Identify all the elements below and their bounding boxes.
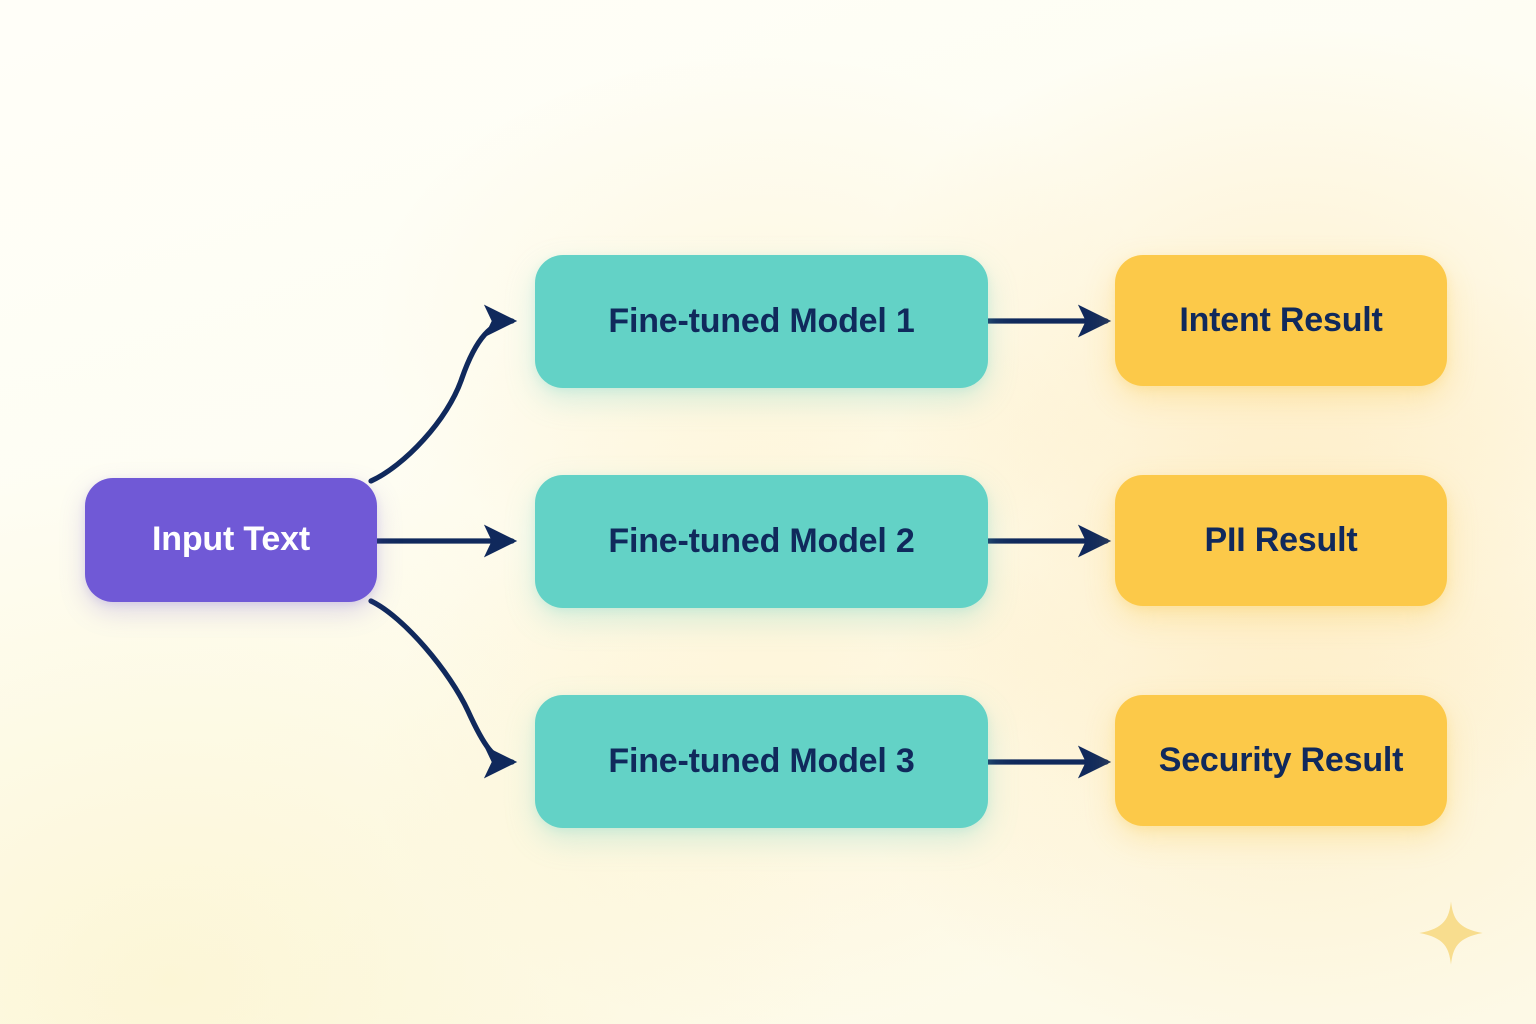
- node-pii-result-label: PII Result: [1204, 520, 1358, 559]
- edge-input-to-model-3: [368, 598, 518, 779]
- node-input-text-label: Input Text: [152, 520, 310, 559]
- node-fine-tuned-model-2-label: Fine-tuned Model 2: [608, 521, 915, 560]
- node-intent-result-label: Intent Result: [1179, 300, 1383, 339]
- node-pii-result[interactable]: PII Result: [1115, 475, 1447, 606]
- node-security-result[interactable]: Security Result: [1115, 695, 1447, 826]
- node-fine-tuned-model-2[interactable]: Fine-tuned Model 2: [535, 475, 988, 608]
- edge-input-to-model-1: [368, 304, 518, 484]
- sparkle-icon: [1419, 901, 1483, 965]
- node-fine-tuned-model-3[interactable]: Fine-tuned Model 3: [535, 695, 988, 828]
- node-fine-tuned-model-3-label: Fine-tuned Model 3: [608, 741, 915, 780]
- node-security-result-label: Security Result: [1158, 740, 1404, 779]
- node-fine-tuned-model-1-label: Fine-tuned Model 1: [608, 301, 915, 340]
- node-fine-tuned-model-1[interactable]: Fine-tuned Model 1: [535, 255, 988, 388]
- node-input-text[interactable]: Input Text: [85, 478, 377, 602]
- node-intent-result[interactable]: Intent Result: [1115, 255, 1447, 386]
